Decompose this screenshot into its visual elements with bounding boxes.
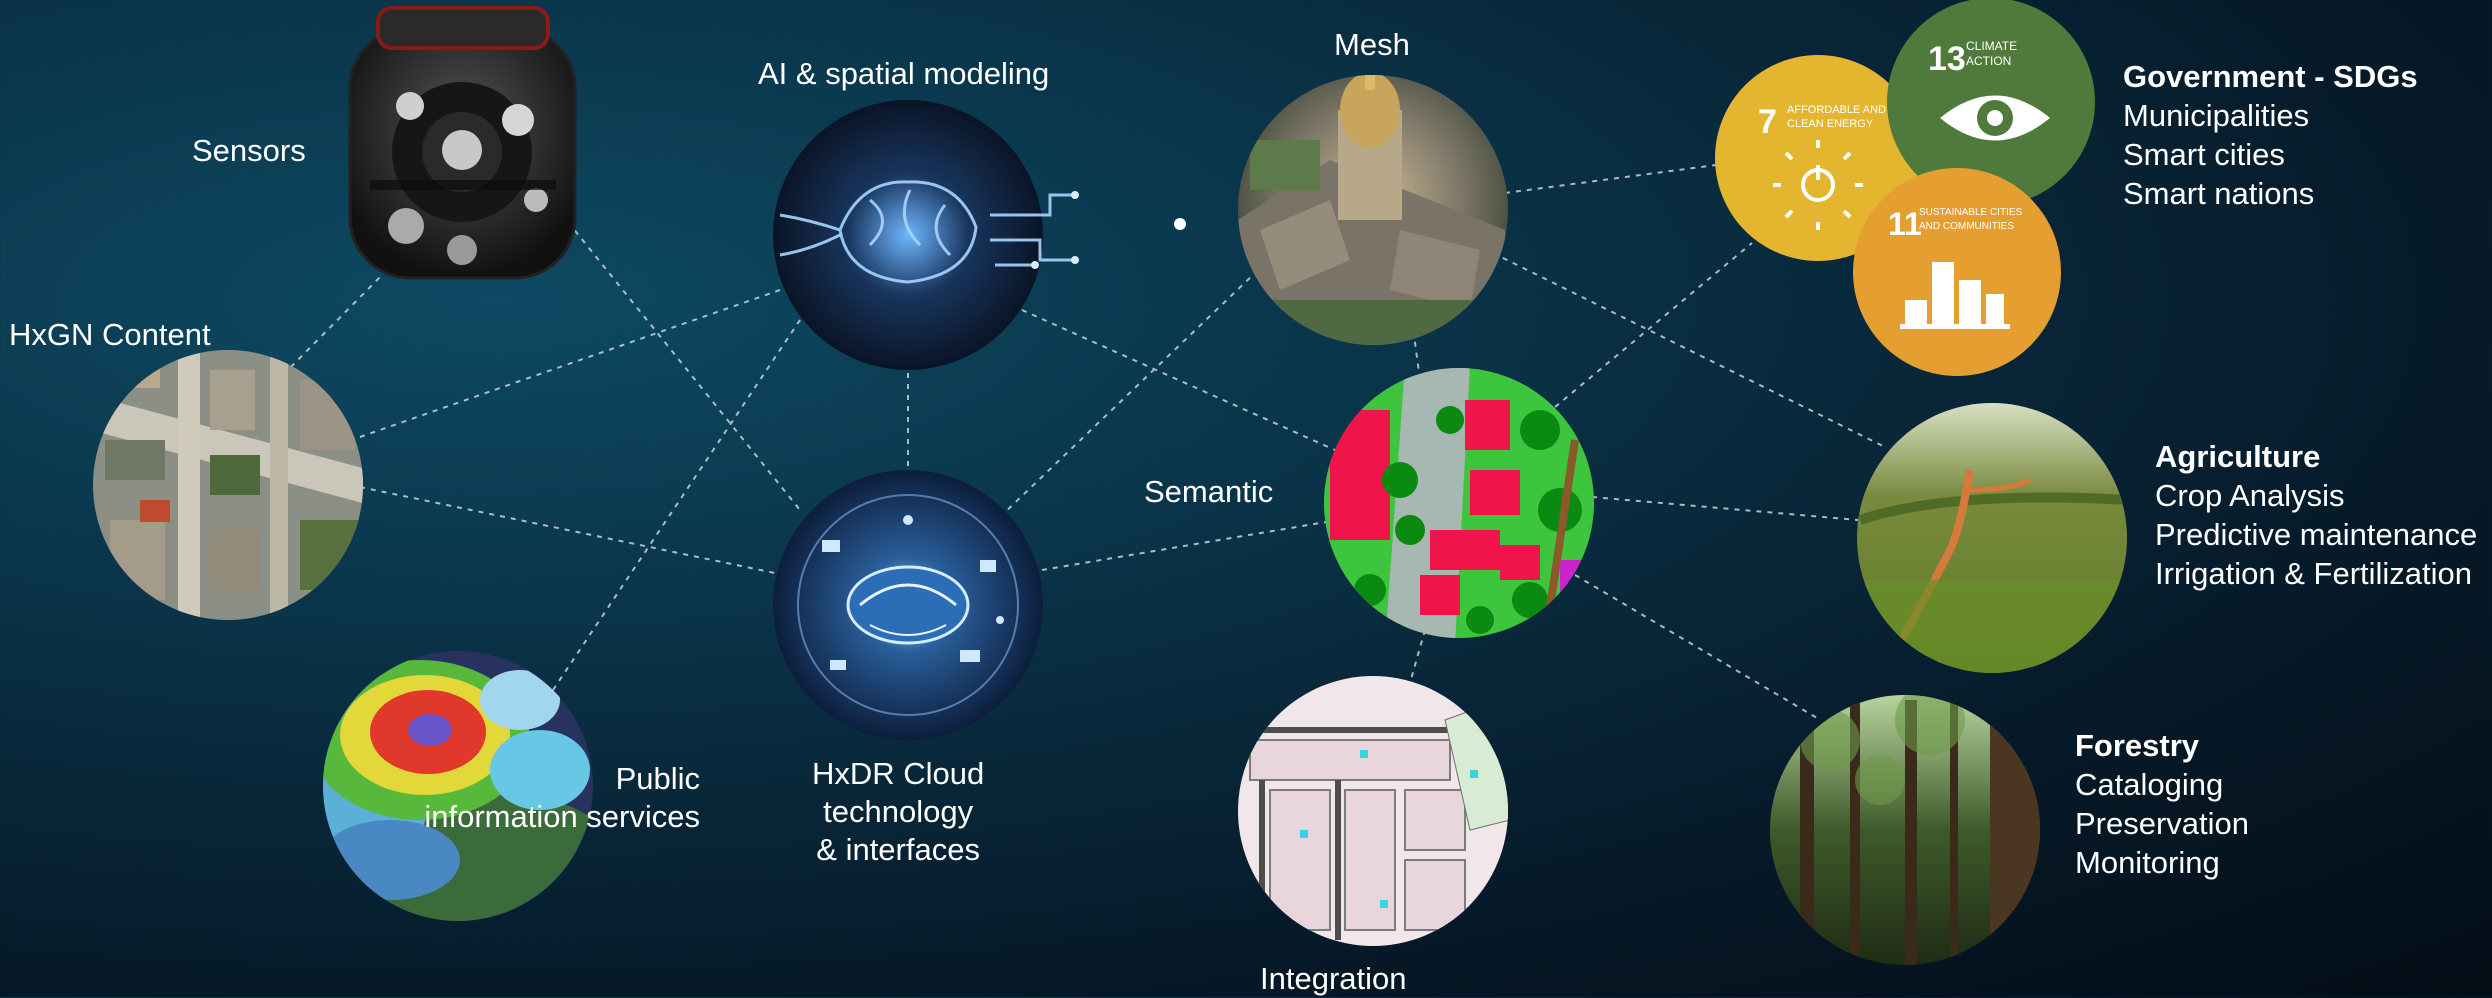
semantic-map-icon — [1324, 368, 1594, 638]
connector — [1591, 496, 1859, 521]
aerial-city-icon — [93, 350, 363, 620]
government-item: Smart cities — [2123, 137, 2285, 172]
public-info-label: Public information services — [424, 760, 700, 836]
sun-power-icon — [1773, 140, 1863, 230]
hxdr-cloud-label-line1: HxDR Cloud — [812, 756, 985, 791]
sdg-badge-13-text-2: ACTION — [1966, 54, 2011, 68]
cadastral-map-icon — [1238, 676, 1508, 946]
accent-dot — [1174, 218, 1186, 230]
digital-brain-icon — [773, 100, 1079, 370]
sdg-badge-13: 13 CLIMATE ACTION — [1887, 0, 2095, 206]
sdg-badge-11: 11 SUSTAINABLE CITIES AND COMMUNITIES — [1853, 168, 2061, 376]
cloud-brain-icon — [773, 470, 1043, 740]
connector — [552, 304, 811, 691]
sensor-camera-icon — [348, 6, 577, 280]
agriculture-item: Crop Analysis — [2155, 478, 2345, 513]
sdg-badge-7-number: 7 — [1758, 103, 1777, 141]
government-item: Smart nations — [2123, 176, 2315, 211]
sdg-badge-7-text-2: CLEAN ENERGY — [1787, 118, 1874, 130]
city-buildings-icon — [1900, 262, 2010, 329]
connector — [1554, 242, 1753, 408]
sensors-label: Sensors — [192, 133, 306, 168]
mesh-label: Mesh — [1334, 27, 1410, 62]
forestry-group: Forestry Cataloging Preservation Monitor… — [2075, 726, 2249, 882]
connector — [1021, 309, 1336, 451]
forest-canopy-icon — [1770, 695, 2040, 965]
sdg-badge-13-number: 13 — [1928, 40, 1966, 78]
public-info-label-line2: information services — [424, 799, 700, 834]
hxdr-cloud-label-line3: & interfaces — [816, 832, 980, 867]
connector — [1492, 252, 1886, 448]
agriculture-group: Agriculture Crop Analysis Predictive mai… — [2155, 437, 2477, 593]
connector — [567, 221, 801, 511]
sdg-badge-13-text: CLIMATE — [1966, 39, 2017, 53]
agriculture-item: Predictive maintenance — [2155, 517, 2478, 552]
eye-globe-icon — [1940, 95, 2050, 141]
forestry-item: Preservation — [2075, 806, 2250, 841]
agriculture-title: Agriculture — [2155, 439, 2321, 474]
mesh-3d-city-icon — [1238, 75, 1508, 345]
connector — [359, 289, 781, 438]
sdg-badge-11-text: SUSTAINABLE CITIES — [1919, 207, 2023, 218]
hxdr-cloud-label: HxDR Cloud technology & interfaces — [812, 755, 984, 869]
sdg-badge-7-circle — [1715, 55, 1921, 261]
sdg-badge-11-number: 11 — [1888, 206, 1922, 242]
agriculture-item: Irrigation & Fertilization — [2155, 556, 2473, 591]
forestry-item: Monitoring — [2075, 845, 2220, 880]
public-info-label-line1: Public — [615, 761, 700, 796]
sdg-badge-7-text: AFFORDABLE AND — [1787, 104, 1886, 116]
integration-label: Integration — [1260, 961, 1407, 996]
sdg-badge-7: 7 AFFORDABLE AND CLEAN ENERGY — [1715, 55, 1921, 261]
connector — [999, 272, 1256, 518]
connector — [1574, 574, 1818, 719]
connector — [1504, 164, 1717, 194]
semantic-label: Semantic — [1144, 474, 1274, 509]
hxgn-content-label: HxGN Content — [9, 317, 211, 352]
connector — [282, 269, 388, 376]
connector-lines — [282, 164, 1886, 719]
connector — [359, 486, 776, 574]
hxdr-cloud-label-line2: technology — [823, 794, 974, 829]
forestry-title: Forestry — [2075, 728, 2200, 763]
sdg-badge-11-text-2: AND COMMUNITIES — [1919, 221, 2014, 232]
government-item: Municipalities — [2123, 98, 2310, 133]
government-group: Government - SDGs Municipalities Smart c… — [2123, 57, 2418, 213]
sdg-badge-11-circle — [1853, 168, 2061, 376]
farmland-icon — [1857, 403, 2127, 673]
government-title: Government - SDGs — [2123, 59, 2418, 94]
ai-modeling-label: AI & spatial modeling — [758, 56, 1050, 91]
connector — [1041, 521, 1327, 571]
forestry-item: Cataloging — [2075, 767, 2224, 802]
connector — [1407, 629, 1426, 691]
